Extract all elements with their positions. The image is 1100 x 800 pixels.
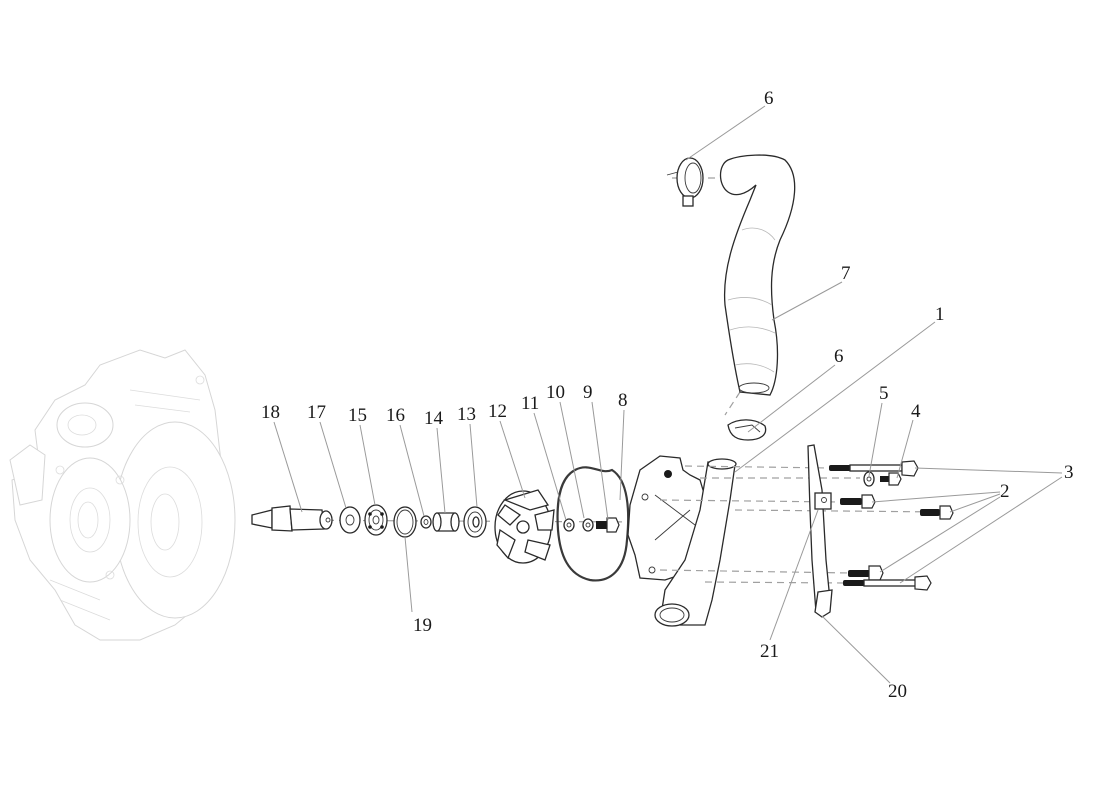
engine-cover-ghost — [9, 349, 236, 641]
callout-10: 10 — [546, 382, 565, 403]
callout-3: 3 — [1064, 462, 1074, 483]
washer-5 — [863, 471, 875, 487]
bolt-3-upper — [829, 460, 919, 477]
callout-17: 17 — [307, 402, 326, 423]
callout-12: 12 — [488, 401, 507, 422]
callout-11: 11 — [521, 393, 539, 414]
washer-11 — [563, 518, 575, 532]
bolt-3-lower — [843, 575, 932, 591]
hose-clamp-6-lower — [727, 419, 767, 441]
callout-labels: 1 2 3 4 5 6 6 7 8 9 10 11 12 13 14 15 16… — [261, 88, 1074, 702]
callout-2: 2 — [1000, 481, 1010, 502]
bracket-21 — [807, 444, 832, 613]
washer-16 — [420, 515, 432, 529]
callout-6-upper: 6 — [764, 88, 774, 109]
callout-7: 7 — [841, 263, 851, 284]
bolt-2-lower — [848, 565, 884, 581]
sleeve-14 — [432, 512, 460, 532]
callout-9: 9 — [583, 382, 593, 403]
callout-5: 5 — [879, 383, 889, 404]
impeller-12 — [494, 489, 555, 564]
seal-13 — [463, 506, 487, 538]
callout-19: 19 — [413, 615, 432, 636]
callout-15: 15 — [348, 405, 367, 426]
pump-shaft — [251, 505, 333, 532]
bearing-15 — [364, 504, 388, 536]
pump-housing-1 — [627, 455, 737, 627]
o-ring-19 — [393, 506, 417, 538]
callout-14: 14 — [424, 408, 444, 429]
bolt-2-middle — [920, 505, 954, 520]
callout-18: 18 — [261, 402, 280, 423]
hose-guide-20 — [814, 589, 833, 618]
bolt-2-upper — [840, 494, 876, 509]
callout-16: 16 — [386, 405, 405, 426]
callout-1: 1 — [935, 304, 945, 325]
callout-13: 13 — [457, 404, 476, 425]
callout-8: 8 — [618, 390, 628, 411]
gasket-8 — [556, 466, 630, 582]
hose-clamp-6-upper — [666, 157, 704, 207]
callout-4: 4 — [911, 401, 921, 422]
washer-17 — [339, 506, 361, 534]
washer-10 — [582, 518, 594, 532]
callout-6-lower: 6 — [834, 346, 844, 367]
callout-21: 21 — [760, 641, 779, 662]
coolant-hose-7 — [719, 154, 796, 396]
callout-20: 20 — [888, 681, 907, 702]
bolt-9 — [596, 517, 620, 533]
leader-lines — [273, 105, 1063, 684]
